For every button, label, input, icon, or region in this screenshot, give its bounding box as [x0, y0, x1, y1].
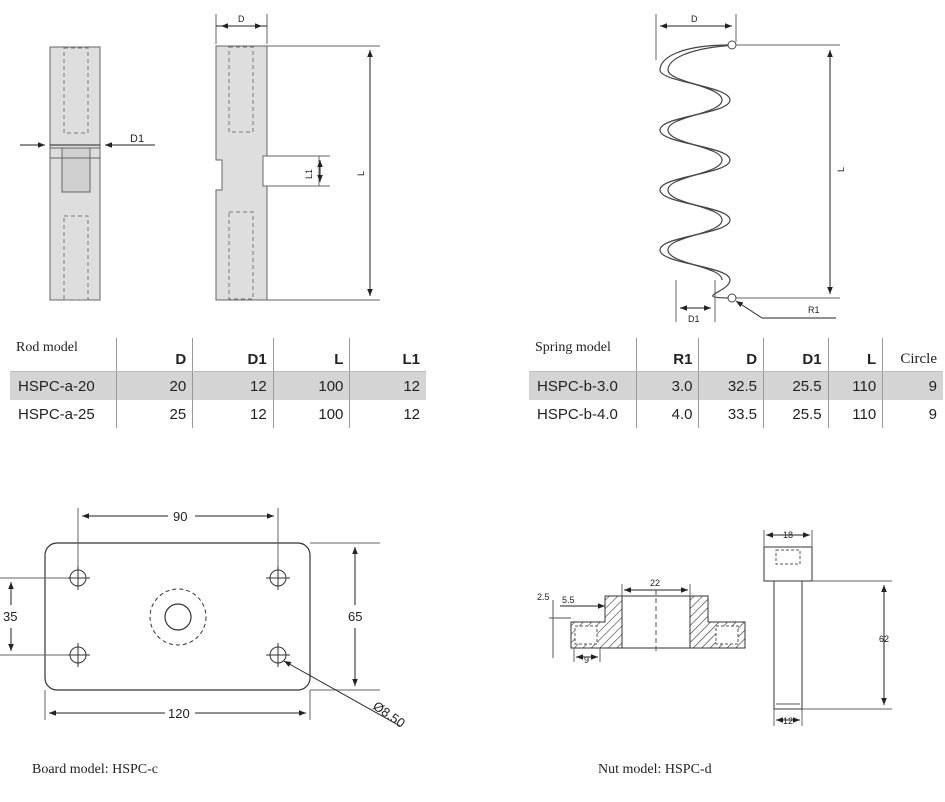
rod-cell: 12: [192, 400, 274, 428]
spring-drawing: D L D1 R1: [655, 14, 846, 324]
nut-22-label: 22: [650, 578, 660, 588]
rod-cell: 12: [349, 400, 426, 428]
rod-drawing: D1 D L L1: [20, 14, 380, 301]
rod-l1-label: L1: [304, 169, 314, 179]
spring-header-l: L: [827, 338, 883, 372]
nut-12-label: 12: [783, 716, 793, 726]
board-drawing: 90 120 65 35 Ø8.50: [0, 508, 408, 731]
spring-cell: 9: [882, 371, 943, 400]
rod-header-l1: L1: [349, 338, 426, 372]
rod-cell: HSPC-a-20: [10, 371, 117, 400]
spring-cell: 3.0: [636, 371, 699, 400]
spring-cell: 33.5: [698, 400, 764, 428]
spring-table-header: Spring model R1 D D1 L Circle: [529, 338, 943, 372]
board-65-label: 65: [348, 609, 362, 624]
rod-cell: 12: [349, 371, 426, 400]
spring-header-r1: R1: [636, 338, 699, 372]
board-35-label: 35: [3, 609, 17, 624]
spring-cell: 110: [827, 371, 883, 400]
spring-header-circle: Circle: [882, 338, 943, 372]
spring-cell: 110: [827, 400, 883, 428]
rod-cell: 100: [272, 371, 350, 400]
rod-d-label: D: [238, 14, 245, 24]
spring-table: Spring model R1 D D1 L Circle HSPC-b-3.0…: [529, 338, 943, 428]
spring-cell: 25.5: [763, 400, 829, 428]
spring-coil: [659, 44, 733, 299]
table-row: HSPC-a-20 20 12 100 12: [10, 371, 426, 400]
rod-d1-label: D1: [130, 133, 144, 145]
rod-cell: HSPC-a-25: [18, 405, 95, 423]
nut-drawing: 22 5.5 2.5 9 18 62 12: [537, 530, 892, 726]
spring-l-label: L: [836, 167, 846, 172]
board-120-label: 120: [168, 706, 190, 721]
rod-table: Rod model D D1 L L1 HSPC-a-20 20 12 100 …: [10, 338, 426, 428]
spring-header-model: Spring model: [529, 338, 637, 372]
spring-cell: 25.5: [763, 371, 829, 400]
rod-header-d: D: [115, 338, 193, 372]
rod-right-view: [215, 45, 268, 301]
spring-cell: HSPC-b-3.0: [529, 371, 637, 400]
board-hole-label: Ø8.50: [370, 698, 408, 731]
spring-cell: 32.5: [698, 371, 764, 400]
board-outline: [44, 542, 311, 691]
table-row: HSPC-b-4.0 4.0 33.5 25.5 110 9: [529, 400, 943, 428]
spring-d1-label: D1: [688, 314, 700, 324]
board-90-label: 90: [173, 509, 187, 524]
rod-cell: 12: [192, 371, 274, 400]
rod-cell: 100: [272, 400, 350, 428]
nut-62-label: 62: [879, 634, 889, 644]
rod-l-label: L: [356, 171, 366, 176]
nut-18-label: 18: [783, 530, 793, 540]
spring-r1-label: R1: [808, 305, 820, 315]
table-row: HSPC-a-25 25 12 100 12: [10, 400, 426, 428]
spring-cell: 9: [882, 400, 943, 428]
rod-cell: 25: [115, 400, 193, 428]
nut-caption: Nut model: HSPC-d: [598, 762, 712, 777]
nut-5-5-label: 5.5: [562, 595, 575, 605]
rod-header-l: L: [272, 338, 350, 372]
spring-header-d1: D1: [763, 338, 829, 372]
spring-d-label: D: [691, 14, 698, 24]
nut-2-5-label: 2.5: [537, 592, 550, 602]
table-row: HSPC-b-3.0 3.0 32.5 25.5 110 9: [529, 371, 943, 400]
spring-header-d: D: [698, 338, 764, 372]
nut-9-label: 9: [584, 655, 589, 665]
rod-table-header: Rod model D D1 L L1: [10, 338, 426, 372]
spring-cell: 4.0: [636, 400, 699, 428]
board-caption: Board model: HSPC-c: [32, 762, 158, 777]
rod-header-d1: D1: [192, 338, 274, 372]
rod-header-model: Rod model: [10, 338, 117, 372]
rod-cell: 20: [115, 371, 193, 400]
spring-cell: HSPC-b-4.0: [537, 405, 618, 423]
